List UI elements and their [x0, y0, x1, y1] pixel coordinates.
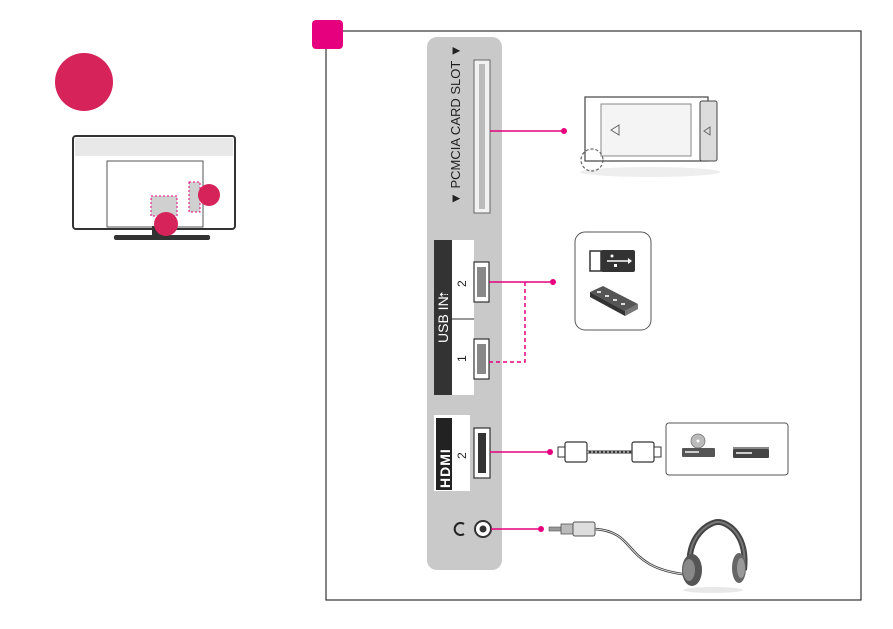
hdmi-port-label: 2 — [455, 452, 469, 459]
ci-module-icon — [580, 97, 720, 177]
usb-port-2-label: 2 — [455, 280, 469, 287]
hdmi-logo: HDMI — [437, 448, 453, 488]
step-badge — [312, 20, 343, 49]
usb-in-label: USB IN — [435, 296, 451, 343]
step-circle-icon — [55, 53, 113, 111]
hdmi-cable-icon — [558, 442, 661, 462]
usb-devices-box — [575, 232, 651, 330]
usb-icon: ⇠ — [438, 288, 450, 302]
headphones-icon — [682, 522, 746, 593]
usb-stick-icon — [590, 250, 635, 272]
set-top-box-icon — [733, 447, 769, 458]
usb-port-1-label: 1 — [455, 355, 469, 362]
pcmcia-card-slot-label: ▼ PCMCIA CARD SLOT ▼ — [448, 44, 463, 205]
headphone-symbol-icon — [452, 521, 466, 537]
audio-plug-icon — [549, 522, 690, 575]
tv-back-view-icon — [73, 136, 235, 240]
